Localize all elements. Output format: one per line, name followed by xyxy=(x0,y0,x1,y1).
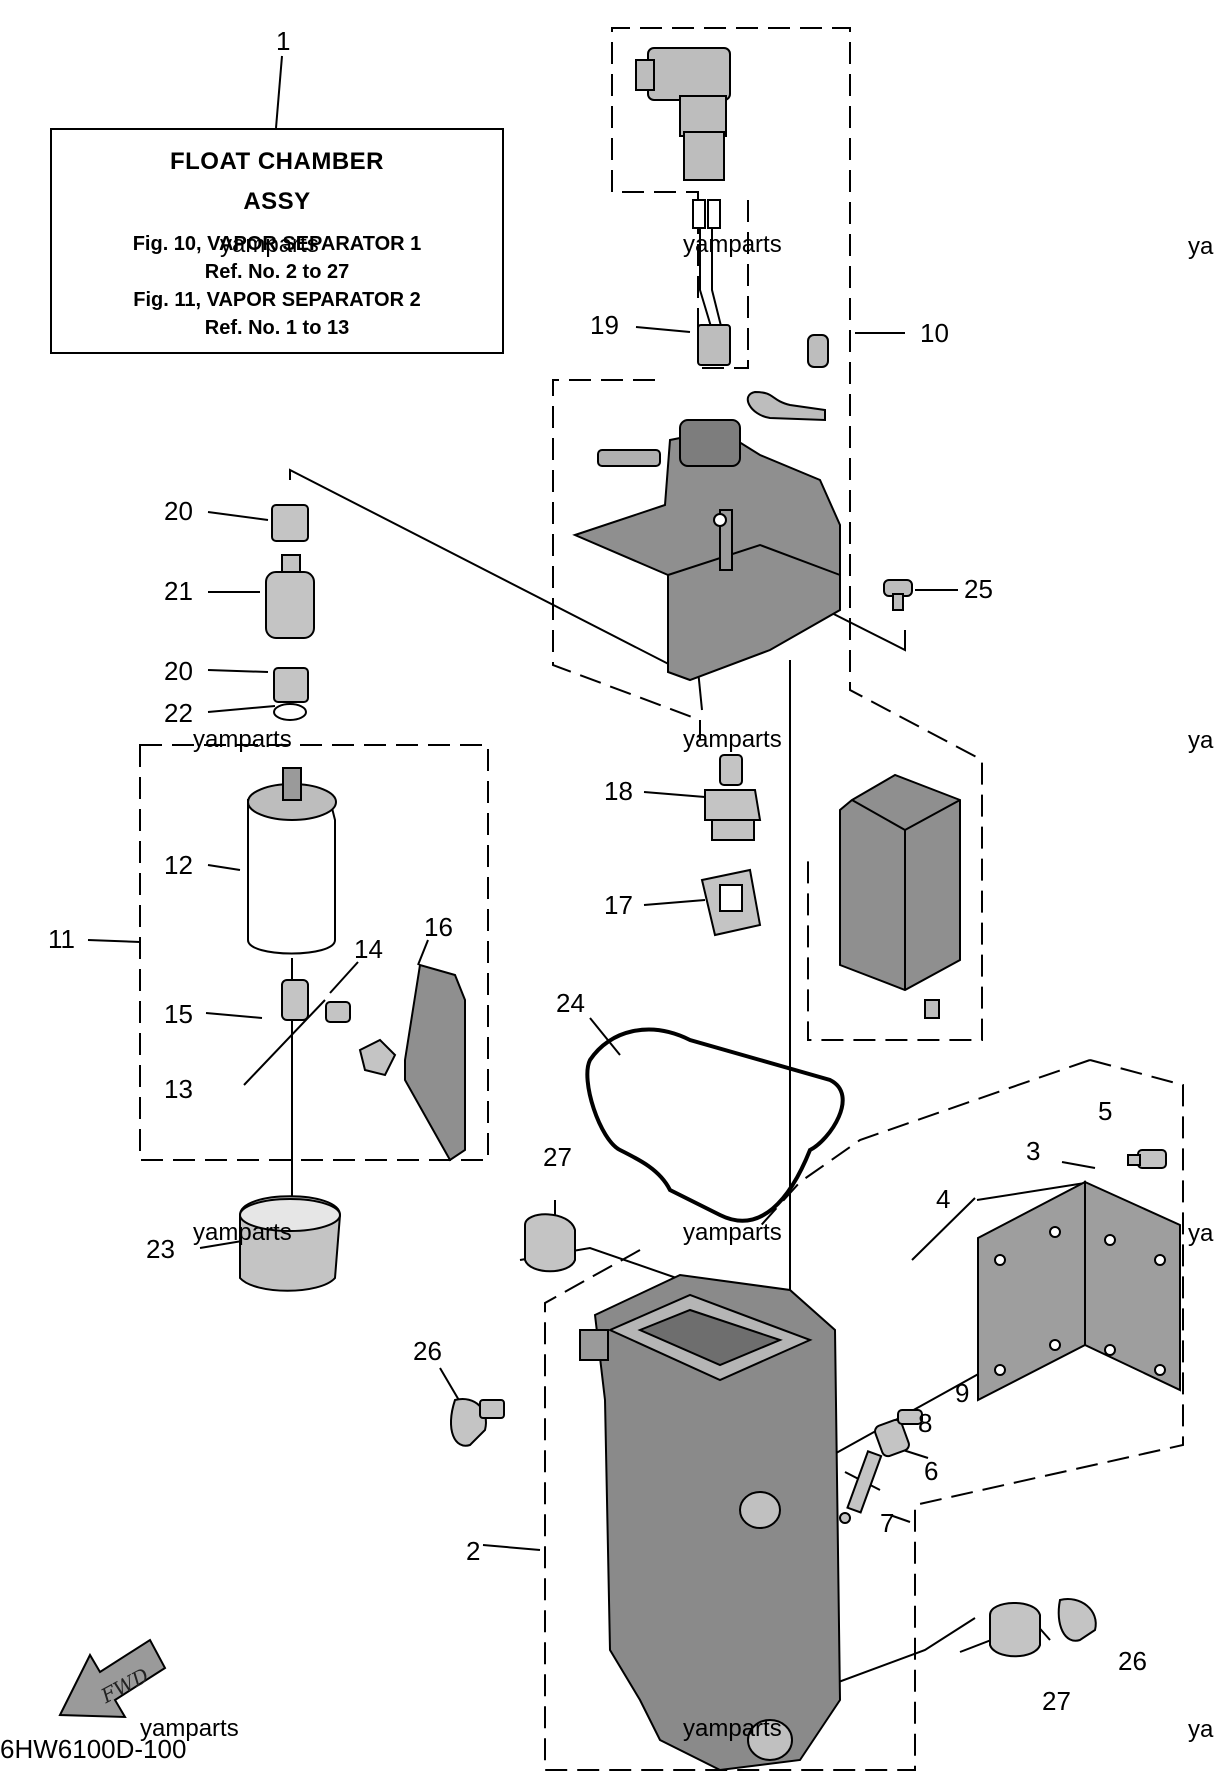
part-label-3: 3 xyxy=(1026,1136,1040,1166)
ref-line-1b: Ref. No. 2 to 27 xyxy=(204,261,350,283)
part-label-2: 2 xyxy=(466,1536,480,1566)
watermark-2: yamparts xyxy=(683,231,782,258)
part-label-5: 5 xyxy=(1098,1096,1112,1126)
part-label-20-top: 20 xyxy=(164,496,193,526)
part-label-27-left: 27 xyxy=(543,1142,572,1172)
part-label-18: 18 xyxy=(604,776,633,806)
part-label-7: 7 xyxy=(880,1508,894,1538)
drawing-code: 6HW6100D-100 xyxy=(0,1734,187,1764)
part-label-25: 25 xyxy=(964,574,993,604)
watermarks: yamparts yamparts ya yamparts yamparts y… xyxy=(140,231,1214,1743)
part-label-9: 9 xyxy=(955,1378,969,1408)
part-labels: 1 2 3 4 5 6 7 8 9 10 11 12 13 14 15 16 1… xyxy=(48,26,1147,1716)
assembly-boundaries xyxy=(139,27,1184,1771)
pump-fittings xyxy=(281,979,397,1077)
watermark-edge-4: ya xyxy=(1188,1716,1214,1743)
part-label-15: 15 xyxy=(164,999,193,1029)
part-label-26-right: 26 xyxy=(1118,1646,1147,1676)
title-box: FLOAT CHAMBER ASSY Fig. 10, VAPOR SEPARA… xyxy=(50,128,504,354)
part-label-16: 16 xyxy=(424,912,453,942)
side-cover xyxy=(839,773,961,1019)
watermark-4: yamparts xyxy=(683,726,782,753)
holder-23 xyxy=(239,1195,342,1292)
connector-19 xyxy=(697,324,731,366)
ref-line-2b: Ref. No. 1 to 13 xyxy=(204,317,350,339)
part-label-24: 24 xyxy=(556,988,585,1018)
part-label-12: 12 xyxy=(164,850,193,880)
fuel-pump xyxy=(247,767,337,1230)
watermark-5: yamparts xyxy=(193,1219,292,1246)
part-label-14: 14 xyxy=(354,934,383,964)
part-label-1: 1 xyxy=(276,26,290,56)
part-17-clip xyxy=(700,868,762,937)
watermark-8: yamparts xyxy=(683,1715,782,1742)
watermark-edge-1: ya xyxy=(1188,233,1214,260)
part-label-22: 22 xyxy=(164,698,193,728)
clip-bracket xyxy=(746,334,829,422)
sensor-connector xyxy=(635,47,731,181)
float-chamber-body xyxy=(579,1273,842,1772)
watermark-6: yamparts xyxy=(683,1219,782,1246)
screw-5 xyxy=(1127,1149,1167,1169)
leader-lines xyxy=(87,55,1096,1701)
gasket-24 xyxy=(585,1027,845,1223)
watermark-3: yamparts xyxy=(193,726,292,753)
ref-line-2: Fig. 11, VAPOR SEPARATOR 2 xyxy=(133,289,421,311)
part-label-26-left: 26 xyxy=(413,1336,442,1366)
watermark-7: yamparts xyxy=(140,1715,239,1742)
boundary-fuel-pump xyxy=(139,744,489,1161)
part-label-13: 13 xyxy=(164,1074,193,1104)
separator-cover xyxy=(572,419,841,682)
part-label-17: 17 xyxy=(604,890,633,920)
watermark-edge-3: ya xyxy=(1188,1220,1214,1247)
part-label-4: 4 xyxy=(936,1184,950,1214)
part-label-20-bottom: 20 xyxy=(164,656,193,686)
sensor-wires xyxy=(692,199,723,331)
part-18-sensor xyxy=(704,754,762,841)
watermark-1: yamparts xyxy=(220,231,319,258)
small-parts xyxy=(450,1213,1097,1658)
screw-25 xyxy=(883,579,913,611)
part-label-8: 8 xyxy=(918,1408,932,1438)
part-label-23: 23 xyxy=(146,1234,175,1264)
part-label-21: 21 xyxy=(164,576,193,606)
boundary-upper xyxy=(552,379,701,740)
part-label-19: 19 xyxy=(590,310,619,340)
part-label-11: 11 xyxy=(48,924,75,954)
filter-parts xyxy=(265,504,315,721)
watermark-edge-2: ya xyxy=(1188,727,1214,754)
boundary-sensor xyxy=(611,27,983,1041)
fwd-arrow: FWD xyxy=(58,1638,167,1719)
title-line-1: FLOAT CHAMBER xyxy=(169,148,385,175)
ref-line-1: Fig. 10, VAPOR SEPARATOR 1 xyxy=(132,233,422,255)
title-line-2: ASSY xyxy=(243,188,311,215)
part-label-27-right: 27 xyxy=(1042,1686,1071,1716)
gasket-plates xyxy=(977,1180,1181,1402)
pump-filter-16 xyxy=(404,963,466,1162)
part-label-10: 10 xyxy=(920,318,949,348)
part-label-6: 6 xyxy=(924,1456,938,1486)
